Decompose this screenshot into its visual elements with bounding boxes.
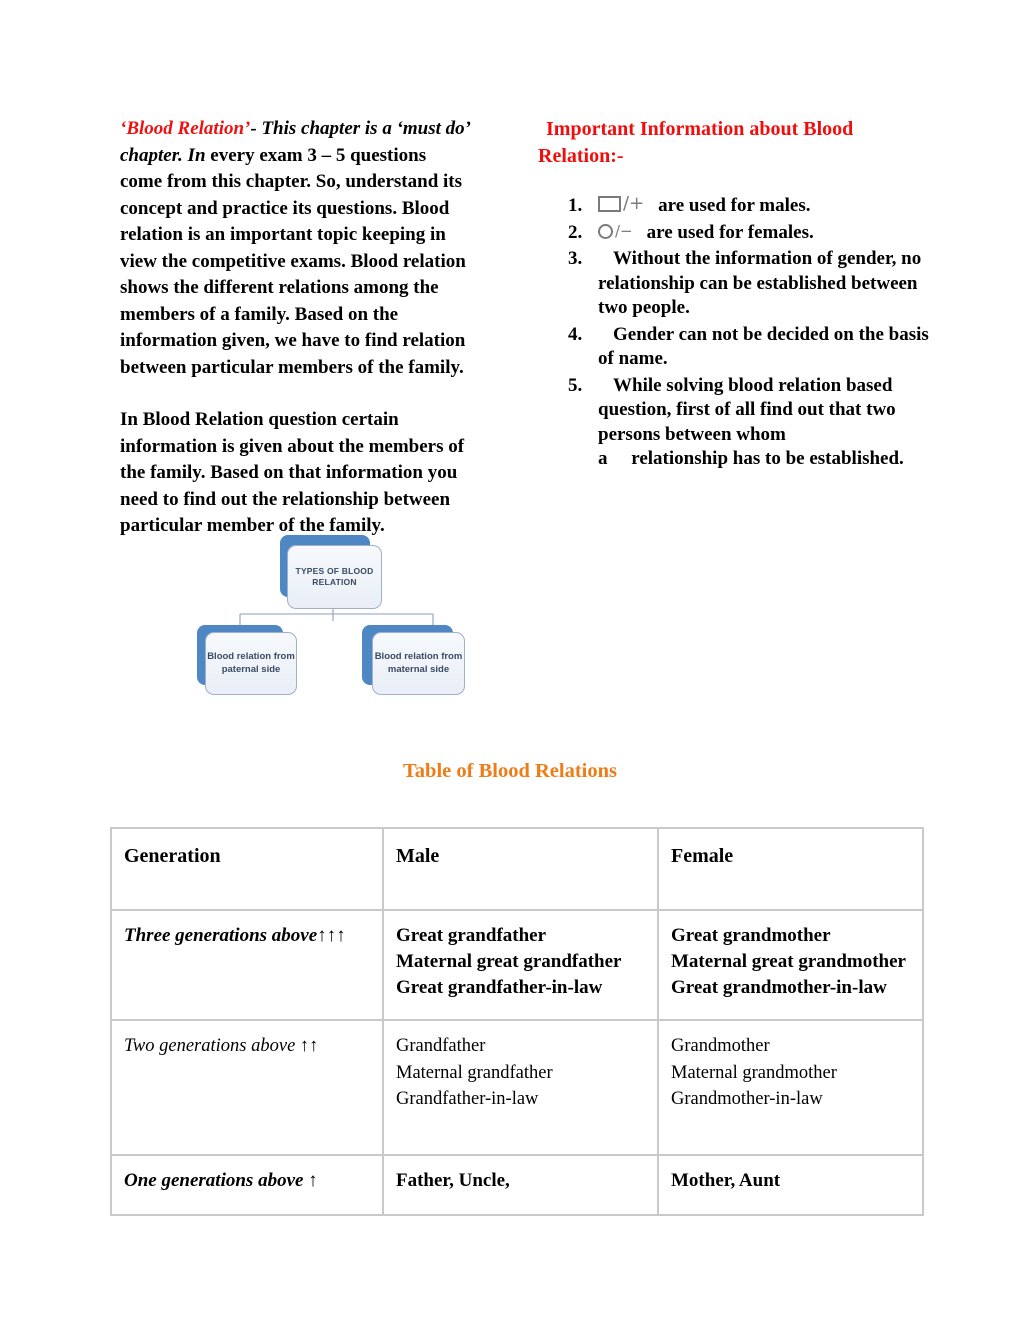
list-number: 2. [568,221,583,243]
list-item-2-text: are used for females. [646,221,814,243]
male-square-icon [598,196,621,212]
female-slash-minus: /− [615,222,633,240]
left-child-label: Blood relation from paternal side [207,651,295,675]
generation-cell: Three generations above↑↑↑ [110,909,384,1021]
male-cell: Grandfather Maternal grandfather Grandfa… [382,1019,659,1156]
generation-cell: Two generations above ↑↑ [110,1019,384,1156]
table-header-row: Generation Male Female [110,827,924,911]
list-number: 5. [568,374,583,396]
table-heading: Table of Blood Relations [403,760,617,782]
important-info-heading: Important Information about Blood Relati… [538,118,854,167]
list-item-4: 4. Gender can not be decided on the basi… [568,323,940,372]
list-item-5-text: While solving blood relation based quest… [598,374,896,445]
right-child-box: Blood relation from maternal side [372,632,465,695]
important-info-section: Important Information about Blood Relati… [538,116,940,474]
male-slash-plus: /+ [623,193,645,214]
paragraph-2: In Blood Relation question certain infor… [120,409,465,536]
list-item-5: 5. While solving blood relation based qu… [568,374,940,472]
red-chapter-title: ‘Blood Relation’ [120,118,251,139]
list-number: 4. [568,323,583,345]
list-item-4-text: Gender can not be decided on the basis o… [598,323,929,370]
list-item-2: 2. /− are used for females. [568,221,940,246]
root-box-label: TYPES OF BLOOD RELATION [295,566,374,587]
paragraph-1: ‘Blood Relation’- This chapter is a ‘mus… [120,116,472,381]
female-cell: Great grandmother Maternal great grandmo… [657,909,924,1021]
list-item-3-text: Without the information of gender, no re… [598,248,922,318]
male-cell: Great grandfather Maternal great grandfa… [382,909,659,1021]
paragraph-1-body: every exam 3 – 5 questions come from thi… [120,144,466,378]
root-box: TYPES OF BLOOD RELATION [287,545,382,609]
header-female: Female [657,827,924,911]
list-item-1-text: are used for males. [658,195,811,216]
header-male: Male [382,827,659,911]
male-symbol: /+ [598,195,644,213]
female-circle-icon [598,223,613,239]
blood-relation-types-diagram: TYPES OF BLOOD RELATION Blood relation f… [185,533,477,705]
generation-cell: One generations above ↑ [110,1154,384,1216]
female-symbol: /− [598,222,633,240]
info-list: 1. /+ are used for males. 2. /− are used f… [538,194,940,472]
list-number: 1. [568,195,583,216]
male-cell: Father, Uncle, [382,1154,659,1216]
italic-intro-text: - This chapter is a ‘must do’ chapter. I… [120,118,470,166]
left-child-box: Blood relation from paternal side [205,632,297,695]
female-cell: Grandmother Maternal grandmother Grandmo… [657,1019,924,1156]
intro-paragraphs: ‘Blood Relation’- This chapter is a ‘mus… [120,116,472,540]
header-generation: Generation [110,827,384,911]
table-row: Two generations above ↑↑ Grandfather Mat… [110,1019,924,1156]
table-row: One generations above ↑ Father, Uncle, M… [110,1154,924,1216]
list-number: 3. [568,248,583,269]
list-item-5-text-2: a relationship has to be established. [598,448,904,469]
blood-relations-table: Generation Male Female Three generations… [110,827,924,1216]
female-cell: Mother, Aunt [657,1154,924,1216]
list-item-3: 3. Without the information of gender, no… [568,247,940,321]
diagram-connector-lines [239,607,434,625]
table-row: Three generations above↑↑↑ Great grandfa… [110,909,924,1021]
list-item-1: 1. /+ are used for males. [568,194,940,219]
right-child-label: Blood relation from maternal side [374,651,463,675]
